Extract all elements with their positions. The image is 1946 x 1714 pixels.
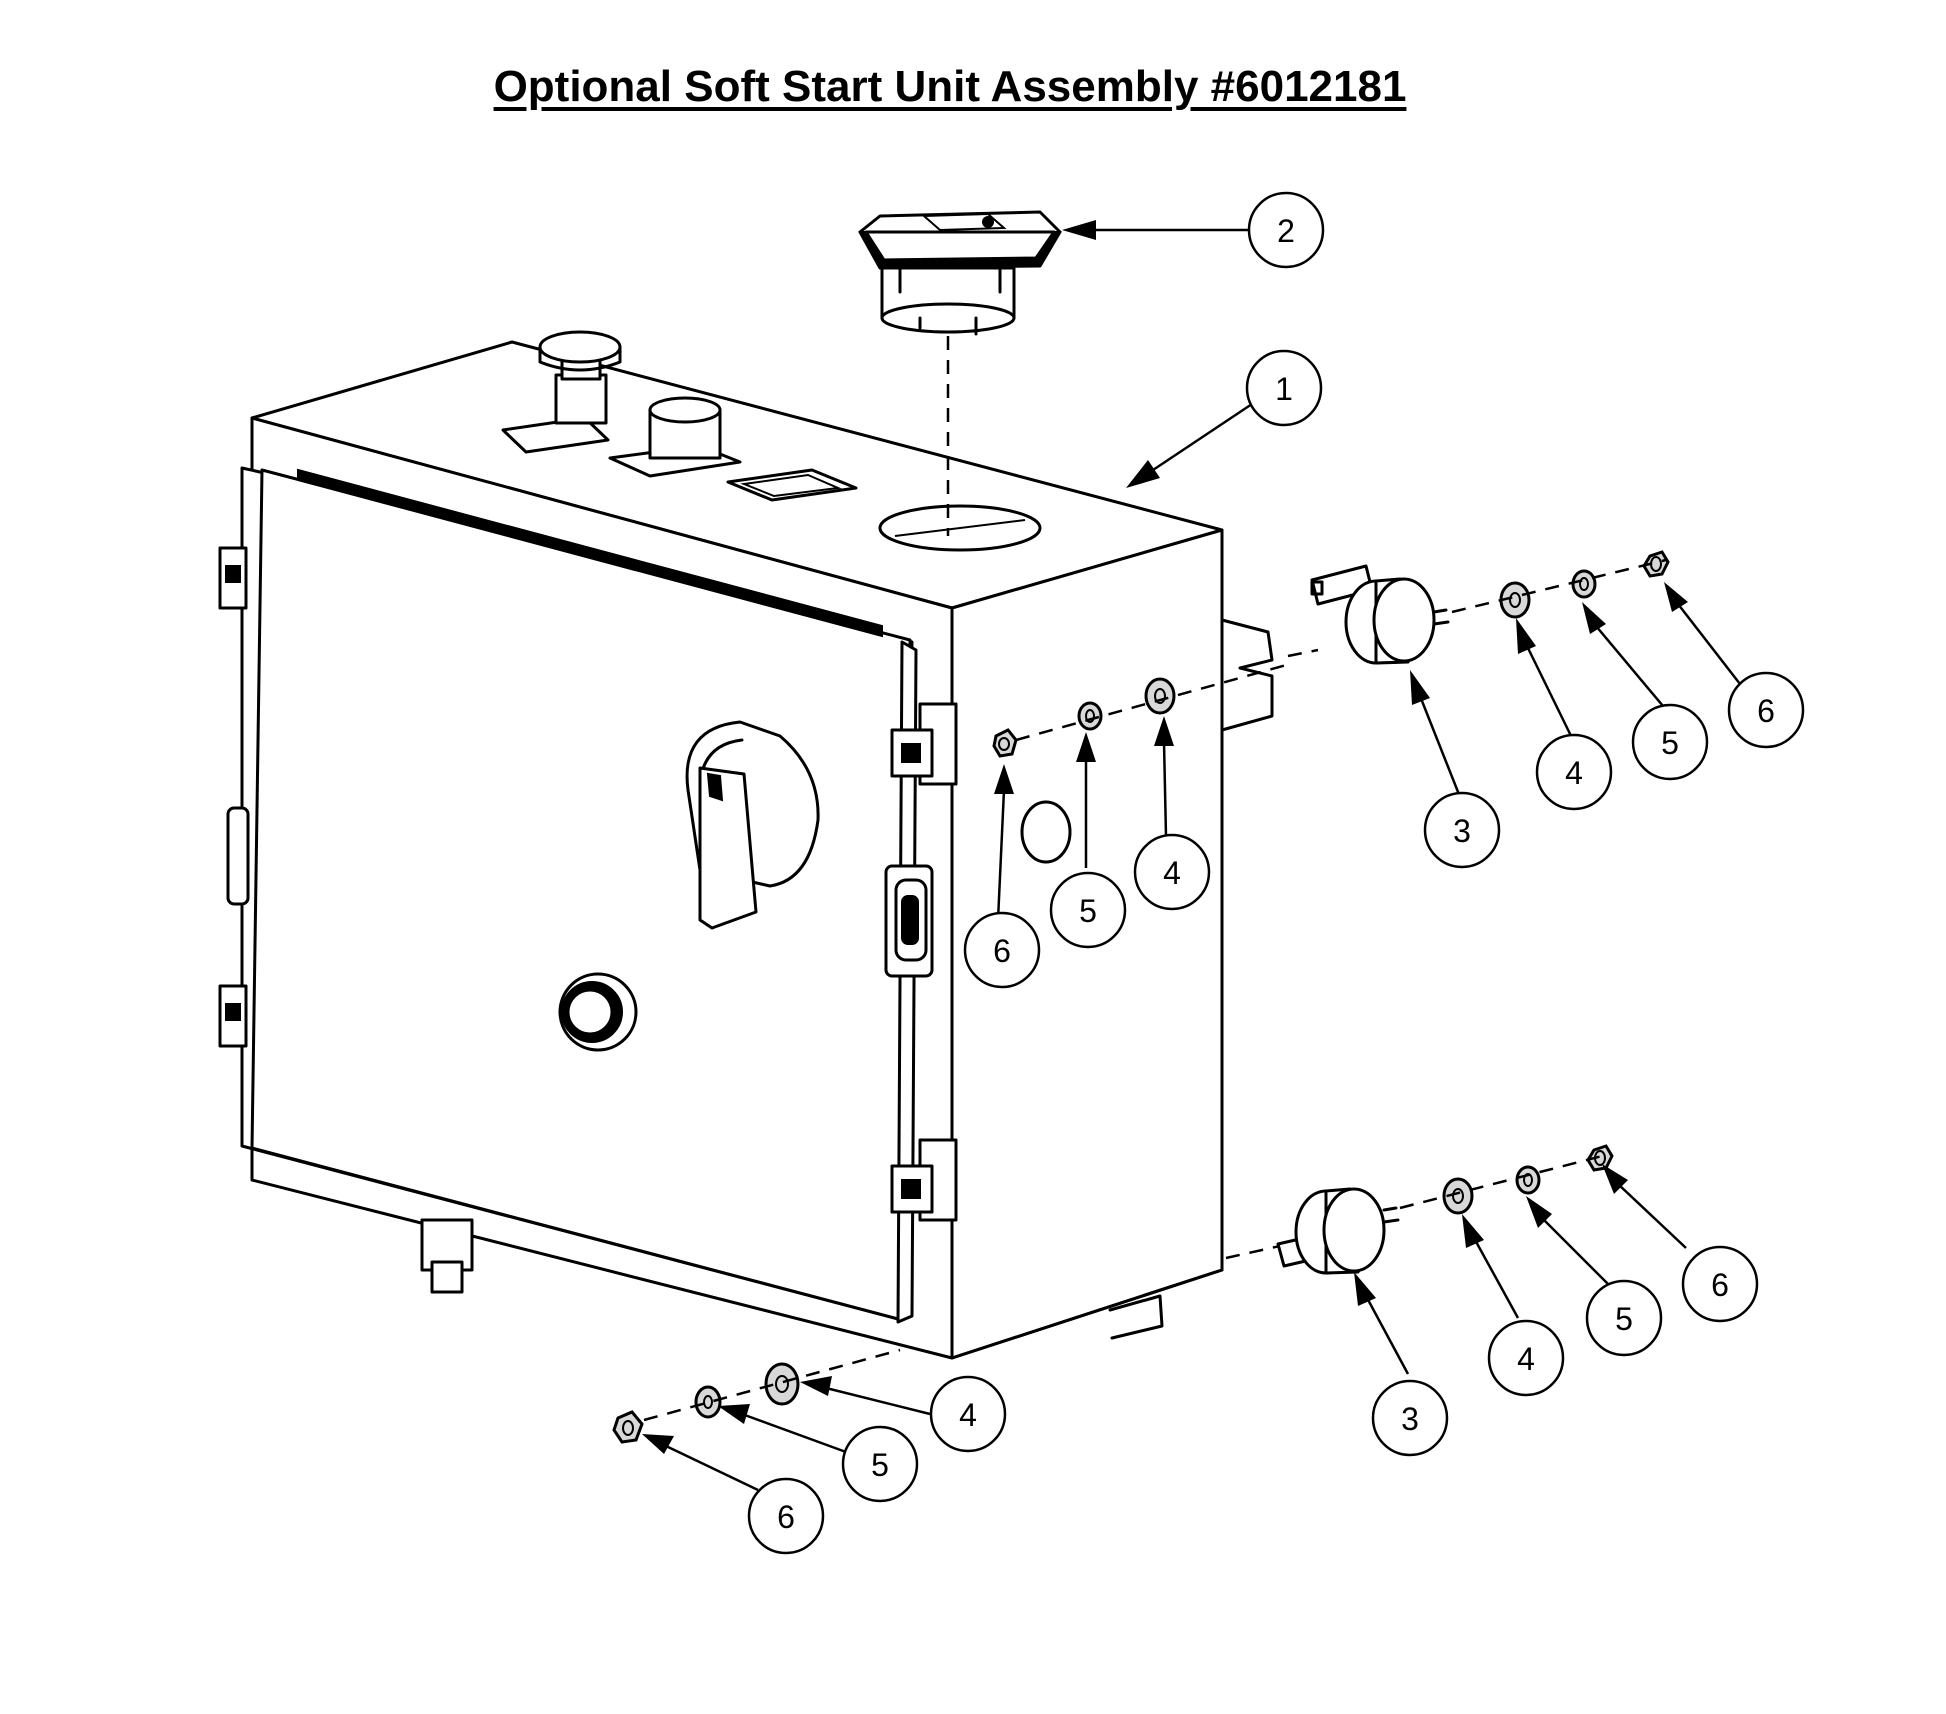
soft-starter <box>858 210 1062 336</box>
balloon-4: 4 <box>1487 1319 1565 1397</box>
svg-text:4: 4 <box>1517 1341 1535 1377</box>
balloon-2: 2 <box>1247 191 1325 269</box>
balloon-6: 6 <box>963 911 1041 989</box>
balloon-4: 4 <box>929 1375 1007 1453</box>
balloon-6: 6 <box>1727 671 1805 749</box>
svg-text:5: 5 <box>1615 1301 1633 1337</box>
shock-mount-lower <box>1276 1187 1400 1275</box>
balloon-3: 3 <box>1423 791 1501 869</box>
balloon-5: 5 <box>1049 871 1127 949</box>
page-title: Optional Soft Start Unit Assembly #60121… <box>493 62 1407 111</box>
balloon-5: 5 <box>841 1425 919 1503</box>
svg-text:6: 6 <box>1711 1267 1729 1303</box>
svg-text:4: 4 <box>1163 855 1181 891</box>
svg-text:6: 6 <box>993 933 1011 969</box>
balloon-6: 6 <box>1681 1245 1759 1323</box>
hardware-upper-right <box>1499 550 1670 619</box>
centerline-bottom-left <box>643 1348 901 1422</box>
svg-text:4: 4 <box>1565 755 1583 791</box>
pilot-light <box>558 972 638 1052</box>
leader-lines <box>642 220 1741 1492</box>
svg-text:5: 5 <box>1079 893 1097 929</box>
balloon-3: 3 <box>1371 1379 1449 1457</box>
hardware-bottom-left <box>612 1362 800 1444</box>
balloon-6: 6 <box>747 1477 825 1555</box>
balloon-5: 5 <box>1585 1279 1663 1357</box>
bottom-fitting <box>420 1218 474 1294</box>
disconnect-handle <box>685 720 820 930</box>
balloon-5: 5 <box>1631 703 1709 781</box>
hardware-lower-right <box>1442 1144 1614 1215</box>
svg-text:3: 3 <box>1453 813 1471 849</box>
enclosure-door <box>240 466 918 1324</box>
hardware-side <box>992 677 1176 758</box>
balloon-4: 4 <box>1535 733 1613 811</box>
svg-text:4: 4 <box>959 1397 977 1433</box>
balloon-4: 4 <box>1133 833 1211 911</box>
svg-text:5: 5 <box>1661 725 1679 761</box>
centerline-upper-right <box>1287 558 1667 658</box>
centerline-lower-right <box>1225 1152 1611 1260</box>
svg-text:6: 6 <box>1757 693 1775 729</box>
svg-text:3: 3 <box>1401 1401 1419 1437</box>
svg-text:2: 2 <box>1277 213 1295 249</box>
svg-text:6: 6 <box>777 1499 795 1535</box>
balloon-1: 1 <box>1245 349 1323 427</box>
top-hardware <box>501 330 1042 552</box>
svg-text:1: 1 <box>1275 371 1293 407</box>
hinges <box>218 546 958 1222</box>
shock-mount-upper <box>1310 564 1450 665</box>
svg-text:5: 5 <box>871 1447 889 1483</box>
